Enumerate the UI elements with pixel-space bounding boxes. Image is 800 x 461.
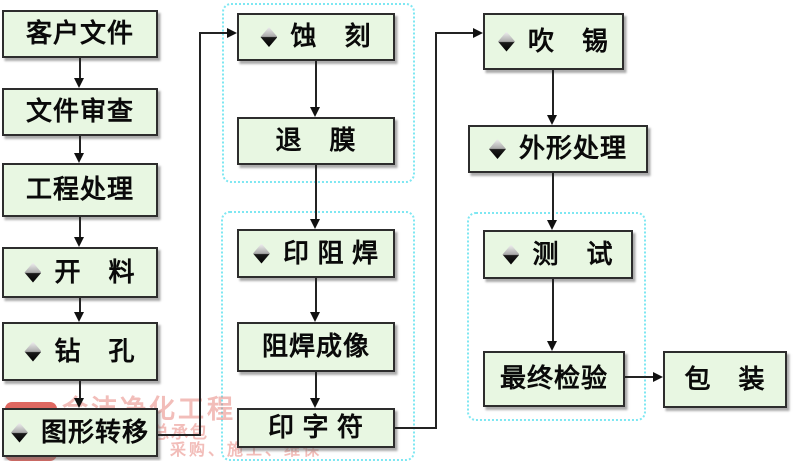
watermark-text-line2: 总承包 (152, 423, 209, 442)
node-label: 客户文件 (25, 19, 134, 48)
node-final-inspection: 最终检验 (483, 351, 625, 407)
group-soldermask-legend (221, 211, 415, 461)
node-label: 印 字 符 (267, 413, 364, 442)
node-label: 工程处理 (25, 175, 134, 204)
node-label: 阻焊成像 (261, 332, 370, 361)
node-label: 钻 孔 (54, 336, 136, 366)
group-etch-strip (222, 3, 415, 183)
node-label: 测 试 (532, 239, 614, 269)
diamond-icon (260, 27, 278, 47)
node-label: 包 装 (684, 364, 766, 394)
node-label: 文件审查 (25, 97, 134, 126)
node-label: 外形处理 (518, 134, 627, 163)
node-soldermask-imaging: 阻焊成像 (237, 322, 395, 372)
node-label: 图形转移 (40, 417, 149, 447)
node-file-review: 文件审查 (2, 88, 158, 136)
node-label: 退 膜 (275, 126, 357, 155)
node-pattern-transfer: 图形转移 (2, 408, 158, 457)
node-profile-processing: 外形处理 (468, 125, 648, 173)
node-cutting: 开 料 (2, 247, 158, 298)
diamond-icon (502, 244, 520, 265)
node-label: 蚀 刻 (290, 22, 372, 51)
diamond-icon (24, 341, 42, 362)
diamond-icon (24, 262, 42, 283)
diamond-icon (252, 243, 270, 264)
node-drilling: 钻 孔 (2, 322, 158, 381)
node-label: 吹 锡 (527, 26, 609, 56)
node-print-legend: 印 字 符 (237, 408, 395, 448)
diamond-icon (488, 139, 506, 159)
node-tin-blowing: 吹 锡 (483, 13, 624, 70)
node-engineering-processing: 工程处理 (2, 163, 158, 217)
node-packing: 包 装 (663, 351, 787, 408)
diamond-icon (10, 422, 28, 443)
diamond-icon (497, 31, 515, 52)
node-customer-files: 客户文件 (2, 10, 158, 58)
group-test-inspection (467, 212, 646, 421)
node-label: 最终检验 (499, 364, 608, 393)
node-film-stripping: 退 膜 (237, 117, 395, 165)
node-label: 开 料 (54, 257, 136, 287)
node-label: 印 阻 焊 (282, 238, 379, 268)
node-print-soldermask: 印 阻 焊 (237, 229, 395, 278)
node-etching: 蚀 刻 (237, 13, 395, 61)
node-testing: 测 试 (483, 230, 633, 279)
